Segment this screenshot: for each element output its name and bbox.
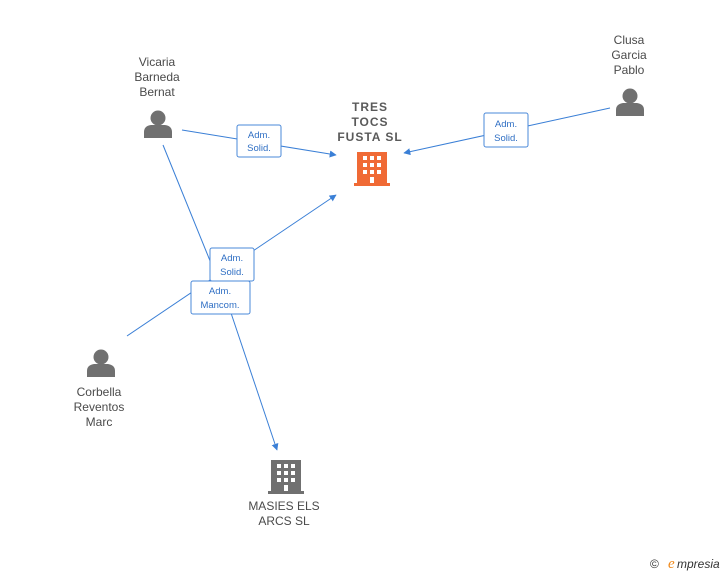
node-person-corbella[interactable]: Corbella Reventos Marc [74, 349, 125, 430]
node-label-line: Clusa [614, 33, 645, 47]
person-icon [616, 88, 644, 116]
node-label-line: Marc [86, 415, 113, 429]
edge-label-line: Adm. [248, 130, 270, 141]
edge-label-line: Adm. [221, 253, 243, 264]
edge-label-line: Adm. [209, 286, 231, 297]
edge-vicaria-to-masies-b [229, 309, 279, 451]
node-label-line: Vicaria [139, 55, 176, 69]
building-icon [268, 460, 304, 494]
node-label-line: Pablo [614, 63, 645, 77]
edge-label-line: Solid. [220, 267, 244, 278]
edge-label-line: Solid. [494, 133, 518, 144]
node-label-line: Garcia [611, 48, 647, 62]
edge-label-clusa-main[interactable]: Adm. Solid. [483, 112, 529, 148]
edge-label-vicaria-masies[interactable]: Adm. Mancom. [190, 280, 251, 315]
node-label-line: Corbella [77, 385, 122, 399]
node-main-company[interactable]: TRES TOCS FUSTA SL [337, 100, 402, 186]
node-label-line: TOCS [351, 115, 388, 129]
brand-footer[interactable]: © e mpresia [650, 556, 720, 572]
edge-label-vicaria-main[interactable]: Adm. Solid. [236, 124, 282, 158]
node-label-line: MASIES ELS [248, 499, 319, 513]
edge-label-line: Solid. [247, 143, 271, 154]
node-label-line: Bernat [139, 85, 175, 99]
edge-label-line: Adm. [495, 119, 517, 130]
copyright-symbol: © [650, 557, 659, 571]
node-person-vicaria[interactable]: Vicaria Barneda Bernat [134, 55, 180, 138]
node-company-masies[interactable]: MASIES ELS ARCS SL [248, 460, 320, 528]
edge-label-corbella-main[interactable]: Adm. Solid. [209, 247, 255, 282]
node-label-line: ARCS SL [258, 514, 310, 528]
node-label-line: FUSTA SL [337, 130, 402, 144]
node-label-line: TRES [352, 100, 388, 114]
brand-name: mpresia [677, 557, 720, 571]
brand-initial: e [668, 556, 675, 572]
person-icon [87, 349, 115, 377]
node-label-line: Barneda [134, 70, 180, 84]
building-icon [354, 152, 390, 186]
node-label-line: Reventos [74, 400, 125, 414]
person-icon [144, 110, 172, 138]
edge-label-line: Mancom. [200, 300, 239, 311]
node-person-clusa[interactable]: Clusa Garcia Pablo [611, 33, 647, 116]
